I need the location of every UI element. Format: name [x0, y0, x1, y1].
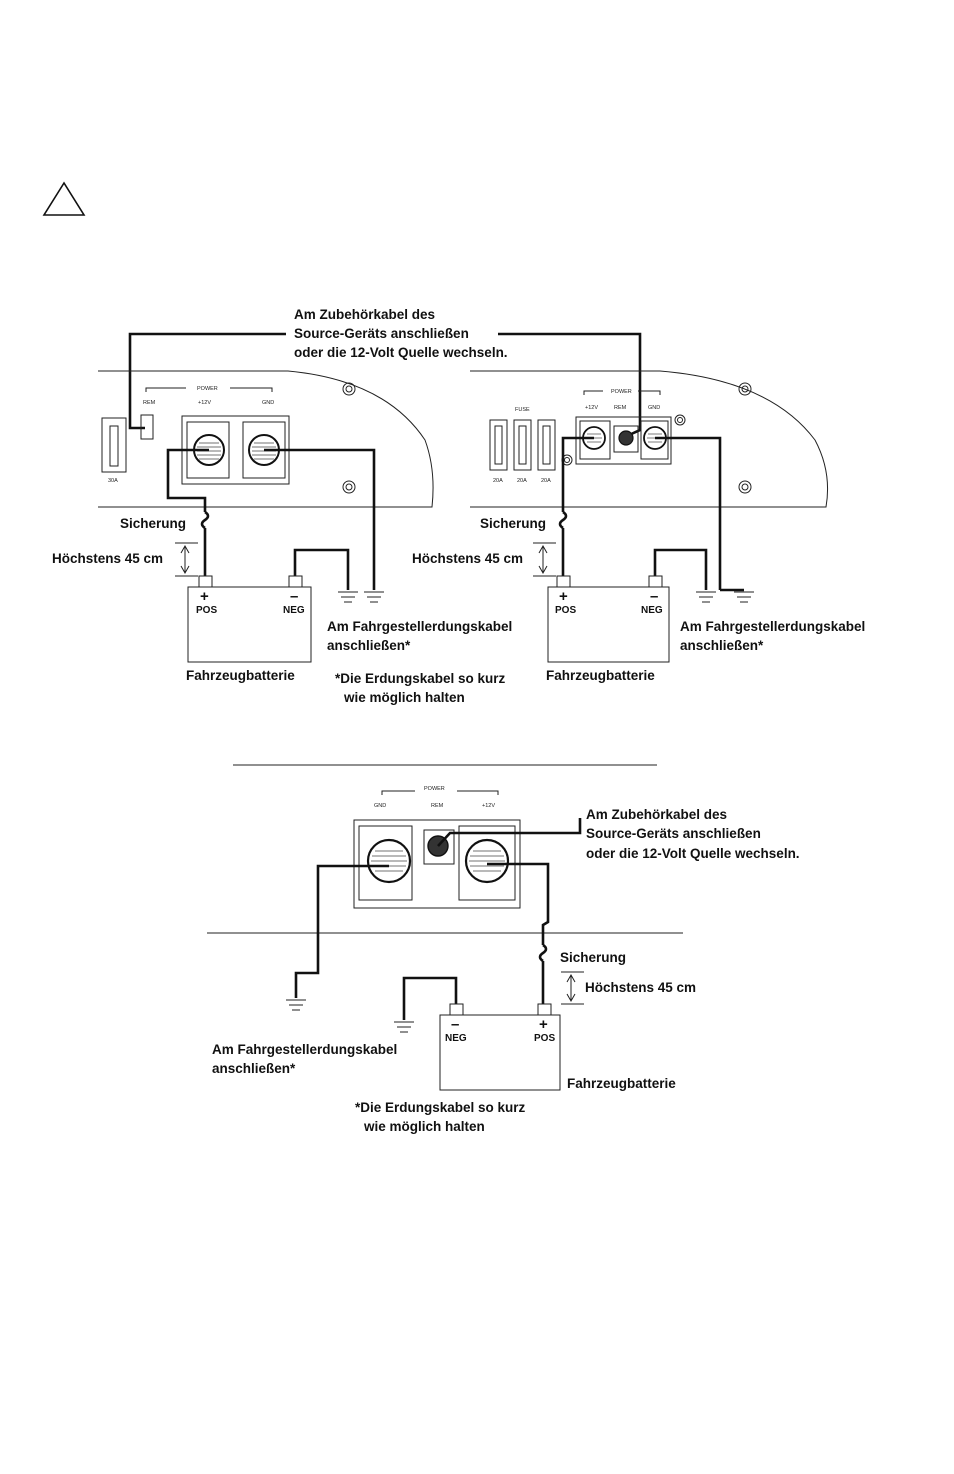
left-battery-label: Fahrzeugbatterie — [186, 668, 295, 683]
bottom-rem-label: REM — [431, 803, 444, 809]
left-fuse-rating: 30A — [108, 478, 118, 484]
left-distance-label: Höchstens 45 cm — [52, 551, 163, 566]
left-pos-label: POS — [196, 605, 217, 616]
bottom-battery-label: Fahrzeugbatterie — [567, 1076, 676, 1091]
right-fuse-label: Sicherung — [480, 516, 546, 531]
right-amplifier: FUSE 20A 20A 20A POWER +12V REM GND — [470, 370, 829, 508]
right-battery: + – POS NEG — [547, 575, 670, 663]
bottom-ground-note-line-2: wie möglich halten — [363, 1119, 485, 1134]
bottom-power-header: POWER — [424, 786, 445, 792]
left-amplifier: 30A POWER REM +12V GND — [98, 370, 434, 508]
accessory-note-line-3: oder die 12-Volt Quelle wechseln. — [294, 345, 508, 360]
left-pos-symbol: + — [200, 588, 209, 605]
bottom-neg-label: NEG — [445, 1033, 467, 1044]
bottom-gnd-label: GND — [374, 803, 386, 809]
right-pos-symbol: + — [559, 588, 568, 605]
bottom-12v-wire — [487, 862, 550, 945]
accessory-note-line-2: Source-Geräts anschließen — [294, 326, 469, 341]
bottom-gnd-wire — [294, 864, 389, 998]
bottom-distance-label: Höchstens 45 cm — [585, 980, 696, 995]
right-chassis-ground-line-2: anschließen* — [680, 638, 764, 653]
left-power-header: POWER — [197, 386, 218, 392]
bottom-accessory-note-line-2: Source-Geräts anschließen — [586, 826, 761, 841]
right-fuse-header: FUSE — [515, 407, 530, 413]
warning-triangle-icon — [42, 181, 86, 216]
ground-note-line-1: *Die Erdungskabel so kurz — [335, 671, 506, 686]
right-ground-symbols — [696, 591, 754, 603]
left-gnd-wire — [264, 448, 376, 590]
bottom-fuse-symbol — [538, 943, 548, 963]
bottom-pos-label: POS — [534, 1033, 555, 1044]
bottom-amplifier: POWER GND REM +12V — [353, 786, 521, 909]
bottom-neg-symbol: – — [451, 1016, 459, 1033]
right-power-header: POWER — [611, 389, 632, 395]
left-neg-label: NEG — [283, 605, 305, 616]
right-rem-label: REM — [614, 405, 627, 411]
left-distance-marker — [175, 542, 198, 577]
right-12v-label: +12V — [585, 405, 598, 411]
left-12v-label: +12V — [198, 400, 211, 406]
accessory-note-top: Am Zubehörkabel des Source-Geräts anschl… — [294, 307, 508, 360]
bottom-accessory-note-line-1: Am Zubehörkabel des — [586, 807, 727, 822]
right-neg-symbol: – — [650, 588, 658, 605]
right-chassis-ground-line-1: Am Fahrgestellerdungskabel — [680, 619, 865, 634]
bottom-ground-note-line-1: *Die Erdungskabel so kurz — [355, 1100, 526, 1115]
right-battery-label: Fahrzeugbatterie — [546, 668, 655, 683]
right-pos-label: POS — [555, 605, 576, 616]
left-gnd-label: GND — [262, 400, 274, 406]
right-fuse-rating-3: 20A — [541, 478, 551, 484]
bottom-battery: – + NEG POS — [439, 1003, 561, 1091]
right-neg-label: NEG — [641, 605, 663, 616]
right-distance-marker — [533, 542, 556, 577]
bottom-chassis-ground-line-1: Am Fahrgestellerdungskabel — [212, 1042, 397, 1057]
right-12v-wire — [561, 436, 594, 512]
bottom-fuse-label: Sicherung — [560, 950, 626, 965]
bottom-12v-label: +12V — [482, 803, 495, 809]
left-fuse-symbol — [200, 510, 210, 530]
right-distance-label: Höchstens 45 cm — [412, 551, 523, 566]
left-fuse-label: Sicherung — [120, 516, 186, 531]
right-battery-neg-wire — [653, 548, 708, 590]
left-chassis-ground-line-1: Am Fahrgestellerdungskabel — [327, 619, 512, 634]
left-ground-symbols — [338, 591, 384, 603]
left-neg-symbol: – — [290, 588, 298, 605]
bottom-ground-symbols — [286, 999, 414, 1033]
bottom-battery-neg-wire — [402, 976, 458, 1020]
left-battery: + – POS NEG — [187, 575, 312, 663]
right-fuse-rating-1: 20A — [493, 478, 503, 484]
left-rem-terminal — [140, 414, 154, 440]
bottom-distance-marker — [561, 971, 584, 1005]
rem-wire-right — [498, 332, 642, 438]
bottom-rem-wire — [437, 818, 582, 847]
right-fuse-symbol — [558, 510, 568, 530]
ground-note-line-2: wie möglich halten — [343, 690, 465, 705]
rem-wire-left — [128, 332, 286, 430]
right-gnd-label: GND — [648, 405, 660, 411]
accessory-note-line-1: Am Zubehörkabel des — [294, 307, 435, 322]
bottom-chassis-ground-line-2: anschließen* — [212, 1061, 296, 1076]
left-chassis-ground-line-2: anschließen* — [327, 638, 411, 653]
left-12v-wire — [166, 448, 209, 512]
left-battery-neg-wire — [293, 548, 350, 590]
bottom-pos-symbol: + — [539, 1016, 548, 1033]
left-rem-label: REM — [143, 400, 156, 406]
right-gnd-wire — [655, 436, 722, 590]
right-fuse-rating-2: 20A — [517, 478, 527, 484]
bottom-accessory-note-line-3: oder die 12-Volt Quelle wechseln. — [586, 846, 800, 861]
